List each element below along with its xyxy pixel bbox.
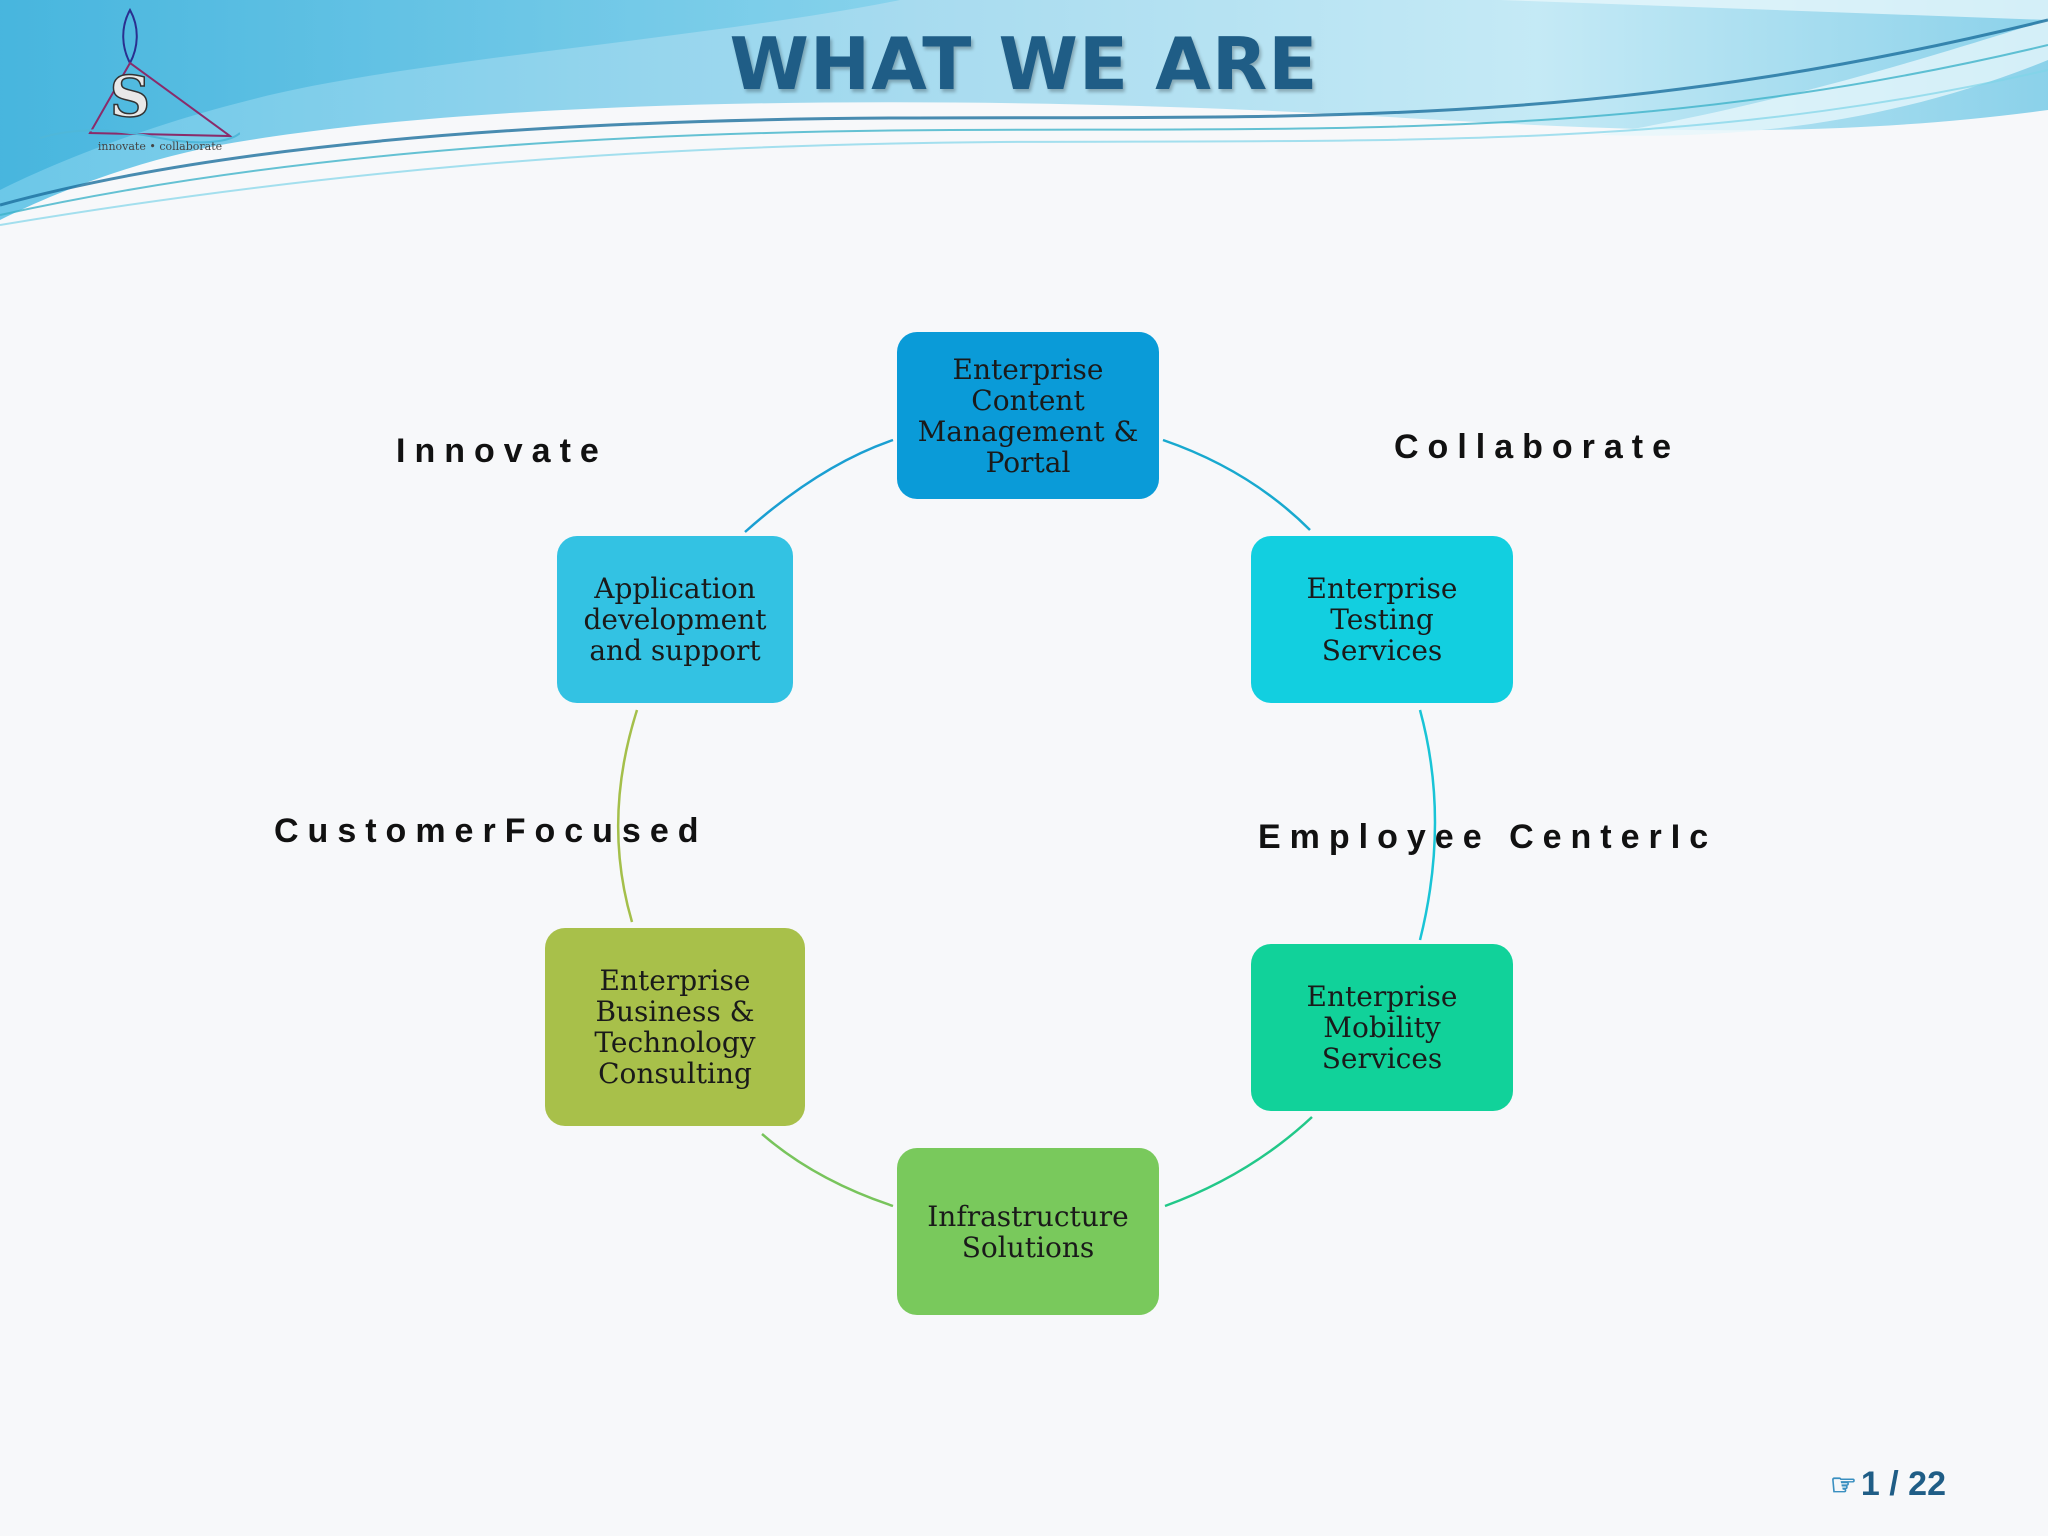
arc-infra-consulting — [761, 1133, 894, 1208]
node-label: Infrastructure Solutions — [927, 1199, 1129, 1264]
arc-testing-mobility — [1418, 709, 1437, 941]
arc-appdev-ecm — [744, 438, 894, 533]
company-logo: S innovate • collaborate — [39, 8, 240, 153]
node-label: Enterprise Content Management & Portal — [917, 352, 1139, 479]
header-wave-banner — [0, 0, 2048, 226]
node-enterprise-content-management: Enterprise Content Management & Portal — [897, 332, 1159, 499]
arc-ecm-testing — [1162, 438, 1311, 531]
slide-title: WHAT WE ARE — [729, 22, 1319, 106]
pointing-hand-icon: ☞ — [1830, 1469, 1857, 1502]
logo-tagline: innovate • collaborate — [98, 140, 222, 153]
node-label: Enterprise Mobility Services — [1306, 980, 1458, 1075]
label-collaborate: Collaborate — [1394, 428, 1681, 466]
node-infrastructure-solutions: Infrastructure Solutions — [897, 1148, 1159, 1315]
logo-letter: S — [110, 64, 150, 130]
node-application-development-support: Application development and support — [557, 536, 793, 703]
page-number: ☞ 1 / 22 — [1830, 1465, 1946, 1504]
label-customer-focused: CustomerFocused — [274, 812, 708, 850]
label-innovate: Innovate — [396, 432, 608, 470]
node-enterprise-business-technology-consulting: Enterprise Business & Technology Consult… — [545, 928, 805, 1126]
page-number-text: 1 / 22 — [1860, 1465, 1946, 1503]
label-employee-centric: Employee CenterIc — [1258, 818, 1718, 856]
node-label: Enterprise Testing Services — [1306, 572, 1458, 667]
arc-consulting-appdev — [616, 709, 639, 923]
arc-mobility-infra — [1164, 1116, 1313, 1208]
node-enterprise-mobility-services: Enterprise Mobility Services — [1251, 944, 1513, 1111]
node-label: Enterprise Business & Technology Consult… — [594, 964, 756, 1090]
node-enterprise-testing-services: Enterprise Testing Services — [1251, 536, 1513, 703]
node-label: Application development and support — [583, 572, 767, 667]
